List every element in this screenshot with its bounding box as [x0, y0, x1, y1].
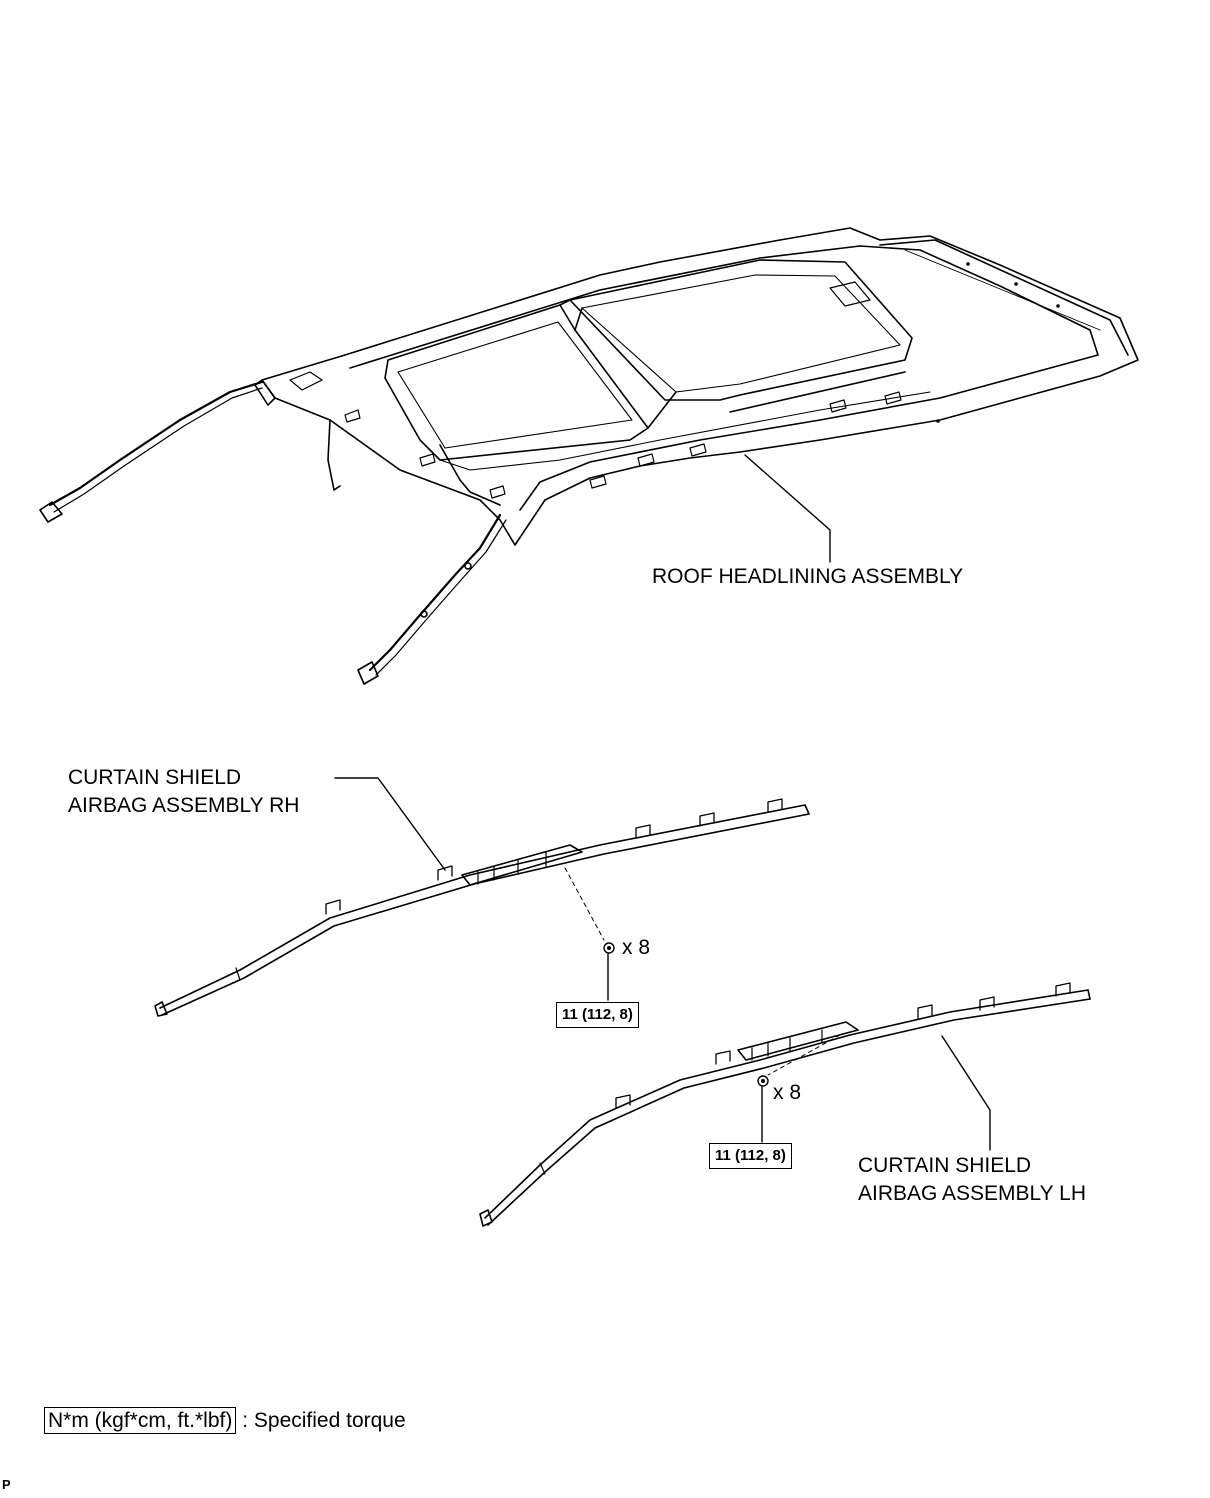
torque-legend: N*m (kgf*cm, ft.*lbf) : Specified torque [44, 1407, 406, 1434]
curtain-airbag-rh-drawing [154, 798, 810, 1017]
curtain-rh-leader [334, 777, 446, 871]
curtain-airbag-lh-label: CURTAIN SHIELD AIRBAG ASSEMBLY LH [858, 1152, 1086, 1208]
bolt-lh [757, 1075, 769, 1087]
roof-headlining-leader [744, 454, 831, 563]
torque-unit-box: N*m (kgf*cm, ft.*lbf) [44, 1407, 237, 1434]
headliner-outline [261, 227, 1139, 546]
torque-lh-box: 11 (112, 8) [709, 1143, 792, 1169]
corner-mark: P [2, 1477, 11, 1492]
curtain-airbag-lh-drawing [479, 982, 1091, 1227]
curtain-airbag-rh-label-line2: AIRBAG ASSEMBLY RH [68, 794, 300, 817]
bolt-rh-quantity: x 8 [622, 936, 651, 959]
roof-headlining-label: ROOF HEADLINING ASSEMBLY [652, 565, 964, 588]
bolt-lh-quantity: x 8 [773, 1081, 802, 1104]
bolt-rh [603, 942, 615, 954]
legend-description: Specified torque [253, 1409, 406, 1432]
front-sunroof-opening [569, 259, 913, 401]
roof-headlining-drawing [39, 227, 1139, 685]
side-wire-harness [368, 513, 502, 672]
legend-separator: : [242, 1409, 249, 1432]
torque-rh-box: 11 (112, 8) [556, 1002, 639, 1028]
rear-wire-harness [48, 380, 264, 507]
curtain-airbag-rh-label: CURTAIN SHIELD AIRBAG ASSEMBLY RH [68, 764, 299, 820]
curtain-lh-leader [941, 1035, 991, 1151]
curtain-airbag-lh-label-line2: AIRBAG ASSEMBLY LH [858, 1182, 1086, 1205]
curtain-airbag-rh-label-line1: CURTAIN SHIELD [68, 766, 242, 789]
curtain-airbag-lh-label-line1: CURTAIN SHIELD [858, 1154, 1032, 1177]
